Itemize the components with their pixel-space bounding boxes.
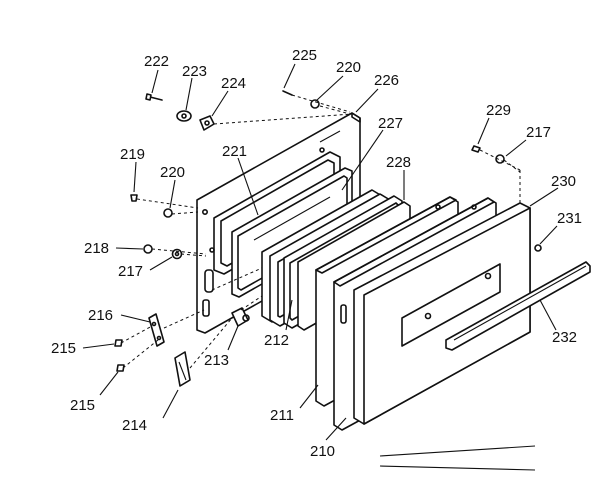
label-215-top: 215 <box>51 340 76 357</box>
label-220-left: 220 <box>160 164 185 181</box>
label-210: 210 <box>310 443 335 460</box>
label-217-left: 217 <box>118 263 143 280</box>
label-223: 223 <box>182 63 207 80</box>
label-224: 224 <box>221 75 246 92</box>
label-218: 218 <box>84 240 109 257</box>
label-232: 232 <box>552 329 577 346</box>
part-labels: 222 223 224 225 220 226 221 227 219 220 … <box>51 47 582 460</box>
door-handle <box>445 244 591 351</box>
label-211: 211 <box>270 407 294 424</box>
hardware <box>114 90 505 387</box>
label-226: 226 <box>374 72 399 89</box>
label-217-right: 217 <box>526 124 551 141</box>
label-214: 214 <box>122 417 147 434</box>
leader-lines <box>82 63 559 441</box>
label-222: 222 <box>144 53 169 70</box>
label-215-bottom: 215 <box>70 397 95 414</box>
label-225: 225 <box>292 47 317 64</box>
bottom-rules <box>379 445 536 471</box>
label-221: 221 <box>222 143 247 160</box>
label-216: 216 <box>88 307 113 324</box>
label-220-top: 220 <box>336 59 361 76</box>
label-231: 231 <box>557 210 582 227</box>
label-227: 227 <box>378 115 403 132</box>
label-229: 229 <box>486 102 511 119</box>
label-212: 212 <box>264 332 289 349</box>
alignment-lines <box>120 94 521 369</box>
label-228: 228 <box>386 154 411 171</box>
label-213: 213 <box>204 352 229 369</box>
label-219: 219 <box>120 146 145 163</box>
label-230: 230 <box>551 173 576 190</box>
